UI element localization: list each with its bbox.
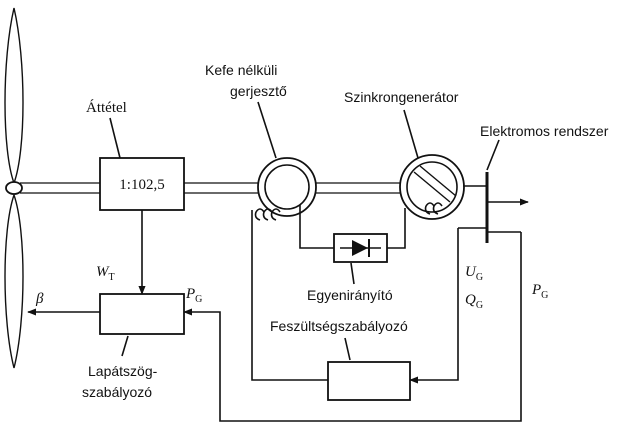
exciter-label-line1: Kefe nélküli: [205, 62, 277, 78]
symbol-qg: QG: [465, 292, 483, 311]
main-shaft: [20, 182, 410, 194]
generator-label: Szinkrongenerátor: [344, 89, 459, 105]
grid-label: Elektromos rendszer: [480, 123, 609, 139]
voltage-regulator: Feszültségszabályozó: [251, 210, 487, 401]
symbol-pg-controller: PG: [185, 286, 202, 305]
gearbox-box: [99, 157, 185, 211]
exciter-coil-icon: [254, 208, 281, 221]
rotor-hub: [5, 181, 23, 195]
symbol-pg-feedback: PG: [531, 282, 548, 301]
voltage-regulator-label: Feszültségszabályozó: [270, 318, 408, 334]
symbol-beta: β: [35, 291, 44, 307]
symbol-wt: WT: [96, 264, 115, 283]
rectifier: Egyenirányító: [299, 205, 406, 303]
grid-bus: Elektromos rendszer: [463, 123, 609, 243]
brushless-exciter: Kefe nélküli gerjesztő: [205, 62, 317, 221]
pitch-controller: Lapátszög- szabályozó: [27, 210, 522, 422]
pitch-controller-label-line1: Lapátszög-: [88, 363, 158, 379]
pitch-controller-label-line2: szabályozó: [82, 384, 152, 400]
signal-symbols: β WT PG UG QG PG: [35, 264, 548, 311]
symbol-ug: UG: [465, 264, 483, 283]
rotor-blades: [4, 7, 24, 369]
gearbox-ratio: 1:102,5: [119, 177, 164, 193]
rectifier-label: Egyenirányító: [307, 287, 393, 303]
exciter-label-line2: gerjesztő: [230, 83, 287, 99]
synchronous-generator: Szinkrongenerátor: [344, 89, 465, 220]
generator-coil-icon: [424, 202, 443, 215]
gearbox: 1:102,5 Áttétel: [86, 99, 185, 211]
gearbox-label: Áttétel: [86, 99, 127, 116]
